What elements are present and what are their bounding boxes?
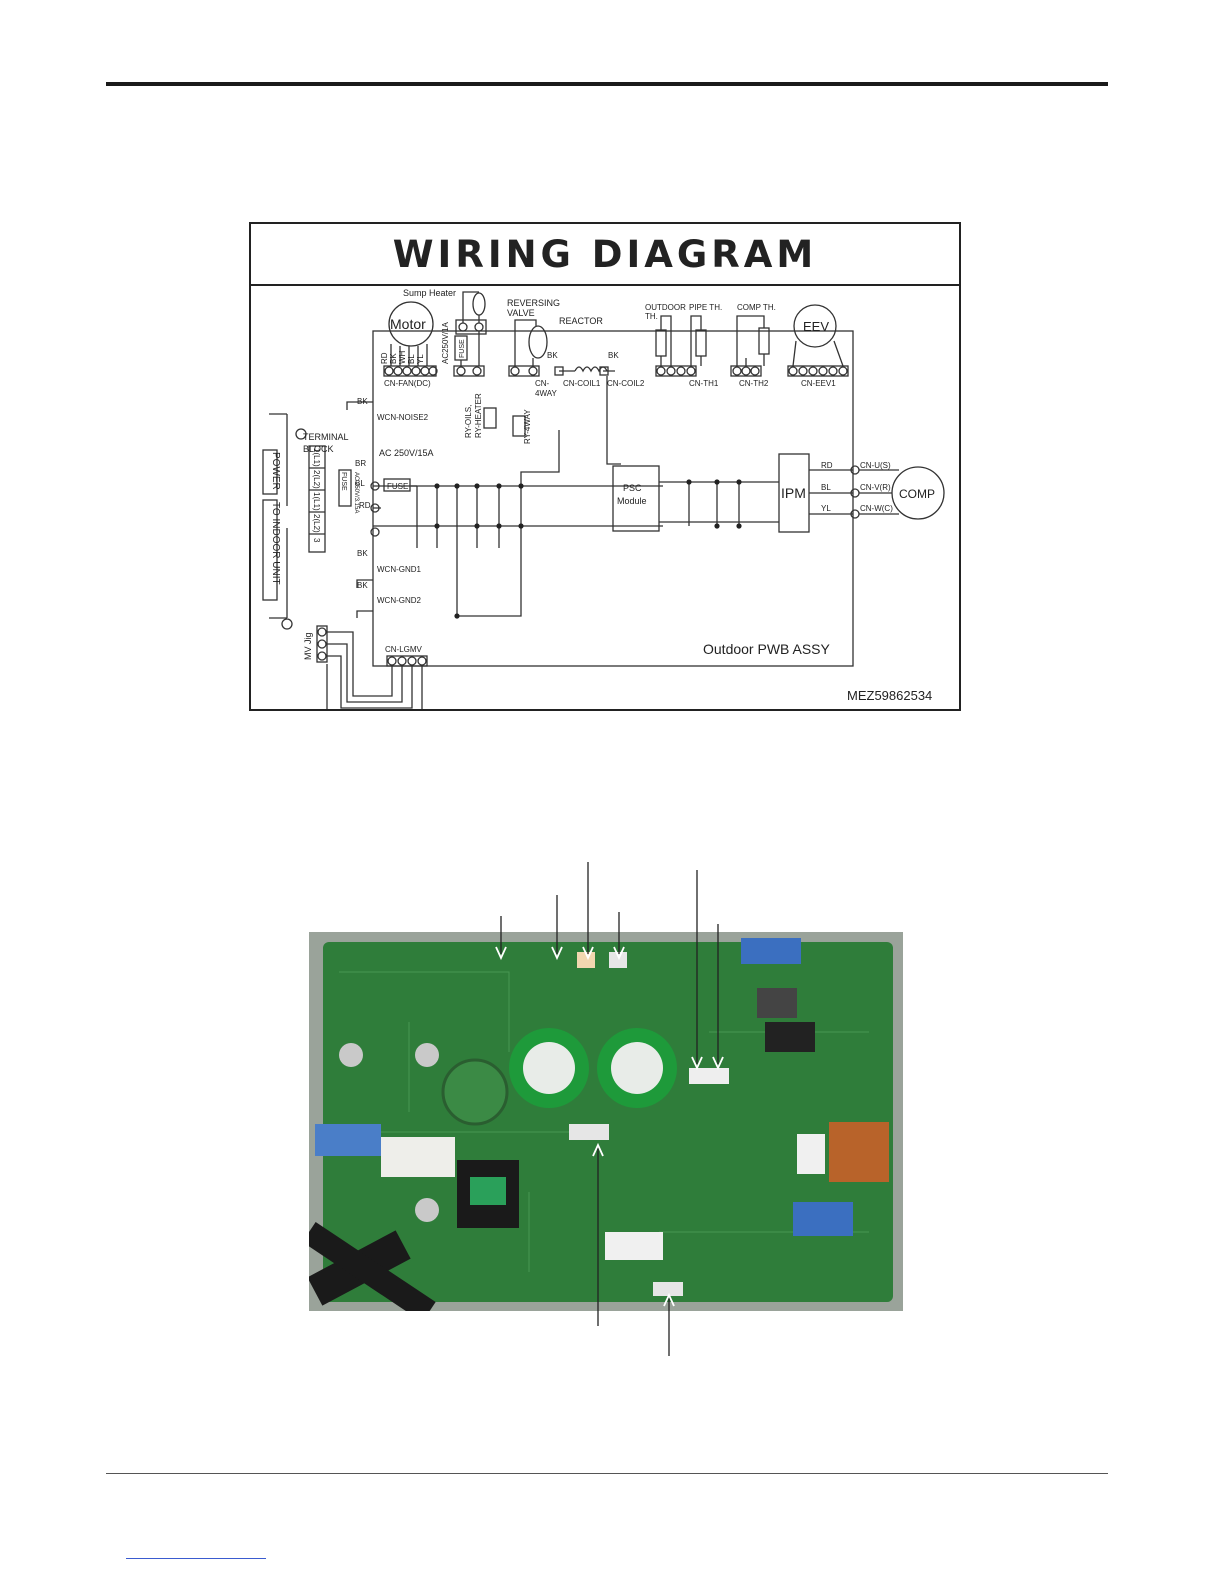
label-outdoor-th-2: TH. xyxy=(645,312,658,321)
label-tb-2l2: 2(L2) xyxy=(312,470,321,489)
label-ry-heater: RY-HEATER xyxy=(474,393,483,438)
label-ry-4way: RY-4WAY xyxy=(523,409,532,444)
label-reversing-valve-2: VALVE xyxy=(507,308,535,318)
label-psc-module: Module xyxy=(617,496,647,506)
label-bl: BL xyxy=(355,479,365,488)
pwb-outline xyxy=(372,330,854,667)
label-fan-wh: WH xyxy=(398,350,407,364)
label-sump-heater: Sump Heater xyxy=(403,288,456,298)
pcb-photo xyxy=(309,932,903,1311)
label-pipe-th: PIPE TH. xyxy=(689,303,722,312)
label-bk-gnd2: BK xyxy=(357,581,368,590)
label-ry-oil: RY-OILS, xyxy=(464,405,473,438)
footer-link-underline xyxy=(126,1558,266,1559)
label-cn-coil1: CN-COIL1 xyxy=(563,379,601,388)
label-yl-w: YL xyxy=(821,504,831,513)
label-fan-rd: RD xyxy=(380,352,389,364)
label-fuse-main: FUSE xyxy=(387,482,408,491)
label-ipm: IPM xyxy=(781,485,806,501)
label-power: POWER xyxy=(270,452,281,490)
label-bl-v: BL xyxy=(821,483,831,492)
label-reversing-valve: REVERSING xyxy=(507,298,560,308)
label-cn-lgmv: CN-LGMV xyxy=(385,645,423,654)
label-fuse-small: FUSE xyxy=(459,339,466,358)
diagram-title: WIRING DIAGRAM xyxy=(251,224,959,286)
label-tb-1l1b: 1(L1) xyxy=(312,492,321,511)
footer-rule xyxy=(106,1473,1108,1474)
label-psc: PSC xyxy=(623,483,642,493)
label-to-indoor-unit: TO INDOOR UNIT xyxy=(270,502,281,585)
label-cn-th1: CN-TH1 xyxy=(689,379,719,388)
label-ac250v15a: AC 250V/15A xyxy=(379,448,434,458)
label-bk-a: BK xyxy=(547,351,558,360)
schematic: Sump Heater REVERSING VALVE REACTOR OUTD… xyxy=(262,288,945,709)
label-fan-bk: BK xyxy=(389,353,398,364)
label-bk-b: BK xyxy=(608,351,619,360)
label-motor: Motor xyxy=(390,316,426,332)
label-fan-bl: BL xyxy=(407,354,416,364)
label-cn-u: CN-U(S) xyxy=(860,461,891,470)
label-cn-fan: CN-FAN(DC) xyxy=(384,379,431,388)
pcb-photo-illustration xyxy=(309,932,903,1311)
label-comp-th: COMP TH. xyxy=(737,303,776,312)
label-cn-coil2: CN-COIL2 xyxy=(607,379,645,388)
wiring-diagram: WIRING DIAGRAM xyxy=(249,222,961,711)
label-cn-th2: CN-TH2 xyxy=(739,379,769,388)
label-outdoor-pwb: Outdoor PWB ASSY xyxy=(703,641,830,657)
label-cn-v: CN-V(R) xyxy=(860,483,891,492)
label-tb-2l2b: 2(L2) xyxy=(312,514,321,533)
label-eev: EEV xyxy=(803,319,829,334)
label-reactor: REACTOR xyxy=(559,316,603,326)
label-wcn-gnd1: WCN-GND1 xyxy=(377,565,422,574)
label-rd: RD xyxy=(359,501,371,510)
eev-symbol xyxy=(793,304,837,348)
label-wcn-gnd2: WCN-GND2 xyxy=(377,596,422,605)
label-tb-1l1: 1(L1) xyxy=(312,448,321,467)
motor-symbol xyxy=(388,301,434,347)
label-cn-4way: CN- xyxy=(535,379,550,388)
label-comp: COMP xyxy=(899,487,935,501)
label-cn-w: CN-W(C) xyxy=(860,504,893,513)
label-br: BR xyxy=(355,459,366,468)
label-cn-4way-2: 4WAY xyxy=(535,389,557,398)
header-rule xyxy=(106,82,1108,86)
label-fan-yl: YL xyxy=(416,354,425,364)
label-fuse-tb-rating: AC 250V/3.15A xyxy=(353,472,359,513)
label-bk-noise: BK xyxy=(357,397,368,406)
label-fuse-tb: FUSE xyxy=(340,472,347,491)
label-outdoor-th: OUTDOOR xyxy=(645,303,686,312)
label-part-no: MEZ59862534 xyxy=(847,688,932,703)
label-bk-gnd1: BK xyxy=(357,549,368,558)
label-terminal-block: TERMINAL xyxy=(303,432,349,442)
label-mv-jig: MV Jig xyxy=(303,632,313,660)
label-ac250v1a: AC250V/1A xyxy=(441,322,450,364)
label-cn-eev1: CN-EEV1 xyxy=(801,379,836,388)
label-wcn-noise2: WCN-NOISE2 xyxy=(377,413,429,422)
label-rd-u: RD xyxy=(821,461,833,470)
label-terminal-block-2: BLOCK xyxy=(303,444,334,454)
label-tb-3: 3 xyxy=(312,538,321,543)
